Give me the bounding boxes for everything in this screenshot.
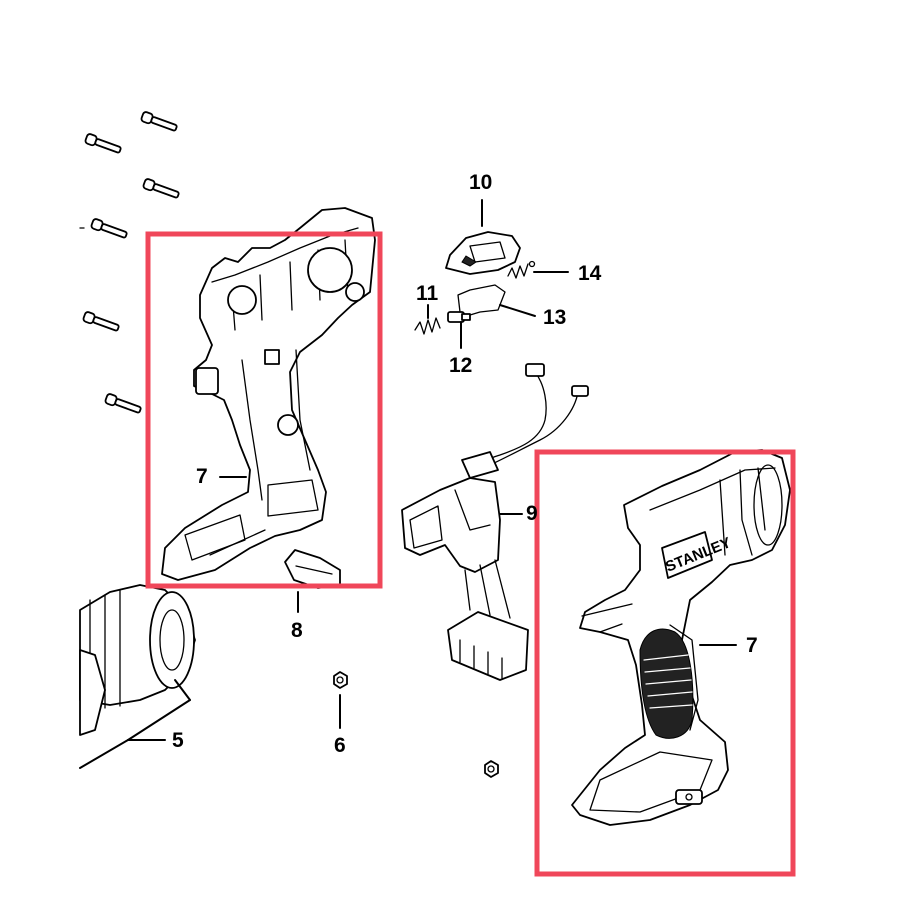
highlight-box-left-housing	[145, 231, 383, 589]
left-housing-half	[161, 207, 376, 581]
callout-13: 13	[543, 306, 567, 329]
callout-5: 5	[172, 729, 184, 752]
highlight-box-right-housing	[534, 449, 796, 877]
screw-icon	[79, 111, 180, 414]
callout-8: 8	[291, 619, 303, 642]
callout-12: 12	[449, 354, 473, 377]
callout-9: 9	[526, 502, 538, 525]
part-12-13-slide	[447, 284, 506, 323]
callout-7-right: 7	[746, 634, 758, 657]
nut-icon	[333, 671, 499, 778]
trigger-switch-icon	[401, 363, 589, 681]
callout-7-left: 7	[196, 465, 208, 488]
part-10-forward-reverse-button	[445, 231, 521, 275]
callout-11: 11	[416, 282, 439, 305]
right-housing-half: STANLEY	[571, 449, 791, 826]
callout-10: 10	[469, 171, 493, 194]
callout-6: 6	[334, 734, 346, 757]
motor-icon	[79, 584, 196, 736]
callout-14: 14	[578, 262, 602, 285]
leader-lines	[79, 199, 737, 769]
part-8-clip	[284, 549, 341, 589]
spring-icon	[414, 260, 536, 335]
